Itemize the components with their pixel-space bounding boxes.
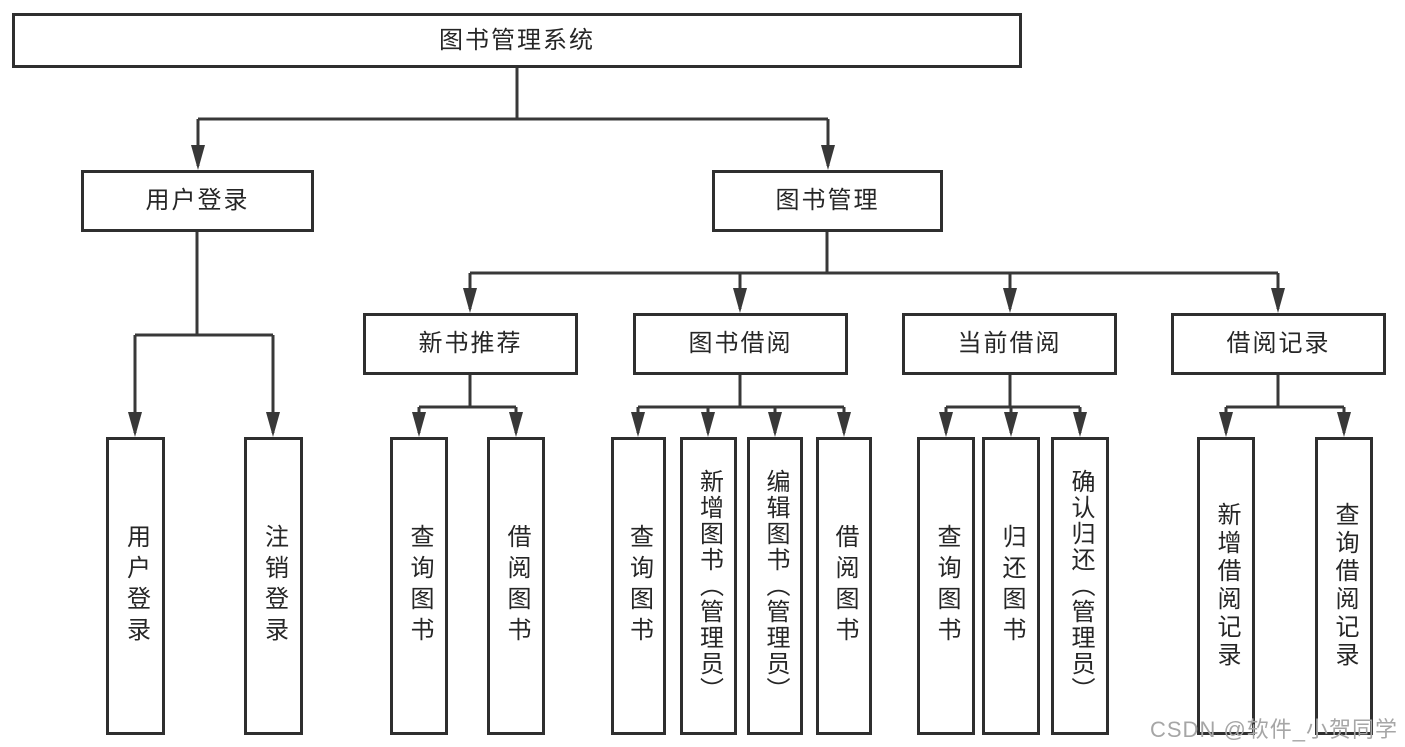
node-borrow-records: 借阅记录 (1171, 313, 1386, 375)
leaf-cb-confirm-return-admin: 确认归还（管理员） (1051, 437, 1109, 735)
leaf-nbr-query-books: 查询图书 (390, 437, 448, 735)
node-current-borrow: 当前借阅 (902, 313, 1117, 375)
leaf-cb-return-books: 归还图书 (982, 437, 1040, 735)
leaf-bb-edit-books-admin: 编辑图书（管理员） (747, 437, 803, 735)
node-user-login: 用户登录 (81, 170, 314, 232)
leaf-cb-query-books: 查询图书 (917, 437, 975, 735)
leaf-bb-add-books-admin: 新增图书（管理员） (680, 437, 737, 735)
node-new-book-recommend: 新书推荐 (363, 313, 578, 375)
leaf-br-add-record: 新增借阅记录 (1197, 437, 1255, 735)
leaf-user-login: 用户登录 (106, 437, 165, 735)
leaf-br-query-record: 查询借阅记录 (1315, 437, 1373, 735)
leaf-logout-login: 注销登录 (244, 437, 303, 735)
leaf-bb-query-books: 查询图书 (611, 437, 666, 735)
leaf-nbr-borrow-books: 借阅图书 (487, 437, 545, 735)
node-library-management-system: 图书管理系统 (12, 13, 1022, 68)
node-book-borrow: 图书借阅 (633, 313, 848, 375)
leaf-bb-borrow-books: 借阅图书 (816, 437, 872, 735)
node-book-management: 图书管理 (712, 170, 943, 232)
watermark-text: CSDN @软件_小贺同学 (1150, 717, 1399, 742)
